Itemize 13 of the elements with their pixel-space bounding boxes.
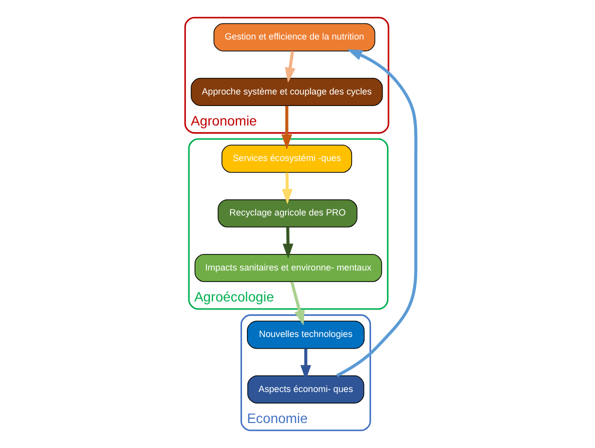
arrow [284,50,296,83]
node-box: Services écosystémi -ques [222,144,352,173]
arrow [281,106,292,150]
node-box: Approche système et couplage des cycles [190,78,383,106]
arrow [290,282,305,326]
node-box: Recyclage agricole des PRO [218,199,358,228]
node-box: Impacts sanitaires et environne- mentaux [194,254,382,282]
node-box: Aspects économi- ques [247,375,364,404]
arrow [282,172,293,204]
node-box: Gestion et efficience de la nutrition [214,23,376,52]
arrow [282,227,294,259]
arrow [336,49,418,377]
node-box: Nouvelles technologies [246,320,365,349]
